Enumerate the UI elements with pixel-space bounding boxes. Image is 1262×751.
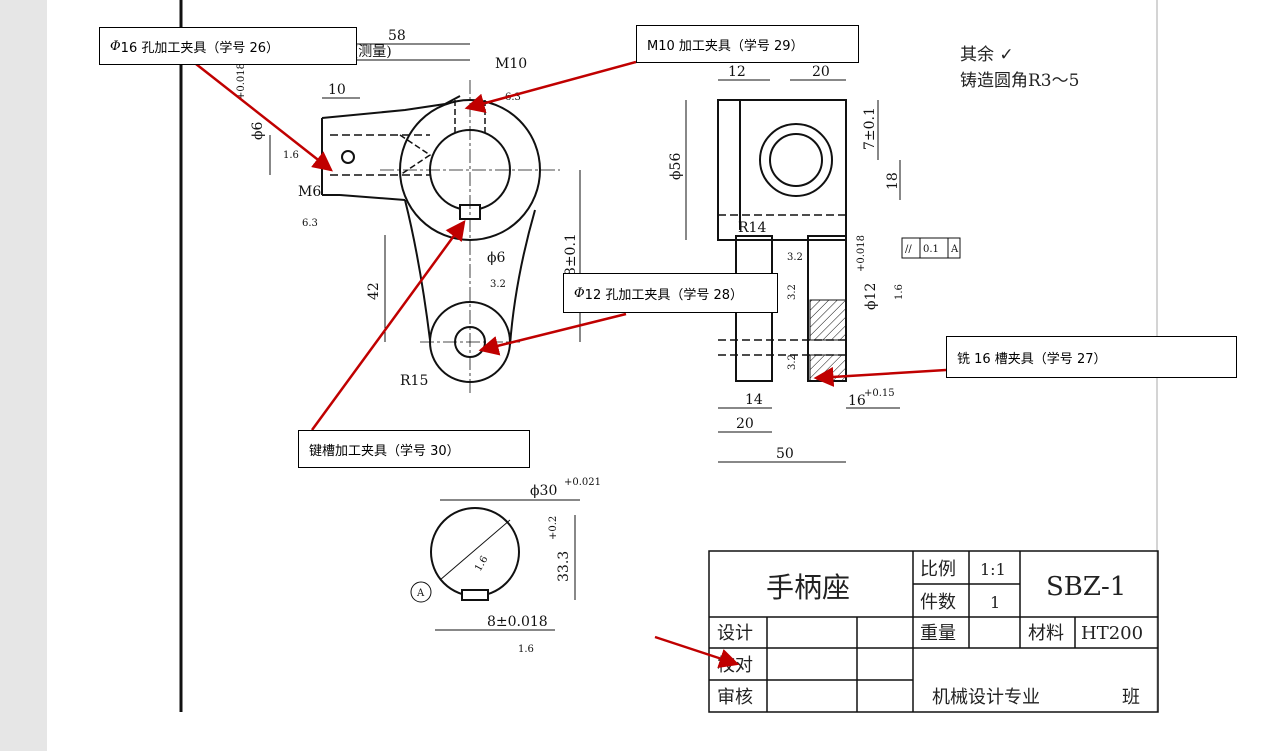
dim-phi6-tol: ϕ6 (250, 121, 266, 140)
class-label: 班 (1122, 687, 1140, 708)
tol-phi12: +0.018 (856, 235, 867, 272)
arrow-26 (195, 63, 333, 172)
fillet-note: 铸造圆角R3～5 (960, 71, 1080, 91)
dim-phi56: ϕ56 (668, 153, 684, 180)
tol-16: +0.15 (864, 388, 895, 399)
dim-r14: R14 (738, 220, 766, 236)
callout-28-phi: Φ (574, 285, 585, 301)
left-gutter (0, 0, 47, 751)
gtol-symbol: // (905, 244, 912, 255)
ra-6-3-a: 6.3 (505, 92, 521, 103)
dim-r15: R15 (400, 373, 428, 389)
gtol-value: 0.1 (923, 244, 939, 255)
surface-note: 其余 ✓ (960, 40, 1014, 65)
dim-phi12: ϕ12 (863, 283, 879, 310)
dim-20: 20 (736, 416, 754, 432)
ra-3-2-c: 3.2 (787, 284, 798, 300)
ra-3-2-a: 3.2 (490, 279, 506, 290)
section-view (430, 507, 520, 601)
arrow-27 (813, 366, 947, 387)
dim-16: 16 (848, 393, 866, 409)
arrow-30 (310, 219, 466, 431)
surface-note-text: 其余 (960, 45, 994, 65)
callout-30-text: 键槽加工夹具（学号 30） (309, 443, 460, 459)
callout-26-phi: Φ (110, 38, 121, 54)
dim-m6: M6 (298, 184, 321, 200)
callout-fixture-29: M10 加工夹具（学号 29） (636, 25, 859, 63)
dim-20-top: 20 (812, 64, 830, 80)
geometric-tolerance-frame: // 0.1 A (901, 237, 961, 259)
tol-phi6: +0.018 (236, 63, 247, 100)
ra-1-6-d: 1.6 (518, 644, 534, 655)
callout-29-text: M10 加工夹具（学号 29） (647, 38, 804, 54)
front-view (321, 95, 541, 383)
material-label: 材料 (1028, 623, 1064, 644)
arrow-28 (478, 312, 627, 356)
ra-3-2-b: 3.2 (787, 252, 803, 263)
dim-12: 12 (728, 64, 746, 80)
qty-value: 1 (990, 593, 1000, 612)
part-name: 手柄座 (766, 571, 850, 604)
dim-m10: M10 (495, 56, 527, 72)
dim-phi30: ϕ30 (530, 483, 557, 499)
tol-phi30: +0.021 (564, 477, 601, 488)
datum-a: A (416, 588, 425, 599)
dim-42: 42 (366, 282, 382, 300)
department: 机械设计专业 (932, 687, 1040, 708)
material-value: HT200 (1081, 623, 1143, 644)
scale-label: 比例 (920, 559, 956, 580)
ra-3-2-d: 3.2 (787, 354, 798, 370)
dim-18: 18 (885, 172, 901, 190)
drawing-number: SBZ-1 (1046, 572, 1126, 602)
dim-10: 10 (328, 82, 346, 98)
dim-14: 14 (745, 392, 763, 408)
designer-label: 设计 (717, 623, 753, 644)
gtol-ref: A (950, 244, 959, 255)
title-block (708, 550, 1159, 713)
dim-58: 58 (388, 28, 406, 44)
dim-8: 8±0.018 (487, 614, 548, 630)
scale-value: 1:1 (980, 560, 1006, 579)
dim-68: 68±0.1 (563, 233, 579, 285)
callout-27-text: 铣 16 槽夹具（学号 27） (957, 351, 1107, 367)
callout-fixture-30: 键槽加工夹具（学号 30） (298, 430, 530, 468)
qty-label: 件数 (920, 592, 956, 613)
arrow-checker (654, 635, 740, 669)
surface-roughness-icon: ✓ (999, 45, 1014, 65)
weight-label: 重量 (920, 623, 956, 644)
dim-50: 50 (776, 446, 794, 462)
ra-1-6-b: 1.6 (894, 284, 905, 300)
reviewer-label: 审核 (717, 687, 753, 708)
dim-phi6: ϕ6 (487, 250, 506, 266)
callout-fixture-27: 铣 16 槽夹具（学号 27） (946, 336, 1237, 378)
dim-7: 7±0.1 (862, 107, 878, 150)
arrow-29 (464, 60, 637, 114)
side-view (717, 99, 847, 382)
ra-1-6-c: 1.6 (473, 554, 490, 573)
tol-33-3: +0.2 (548, 516, 559, 540)
ra-6-3-b: 6.3 (302, 218, 318, 229)
ra-1-6-a: 1.6 (283, 150, 299, 161)
callout-26-text: 16 孔加工夹具（学号 26） (120, 40, 280, 56)
callout-28-text: 12 孔加工夹具（学号 28） (584, 287, 744, 303)
dim-33-3: 33.3 (556, 551, 572, 582)
